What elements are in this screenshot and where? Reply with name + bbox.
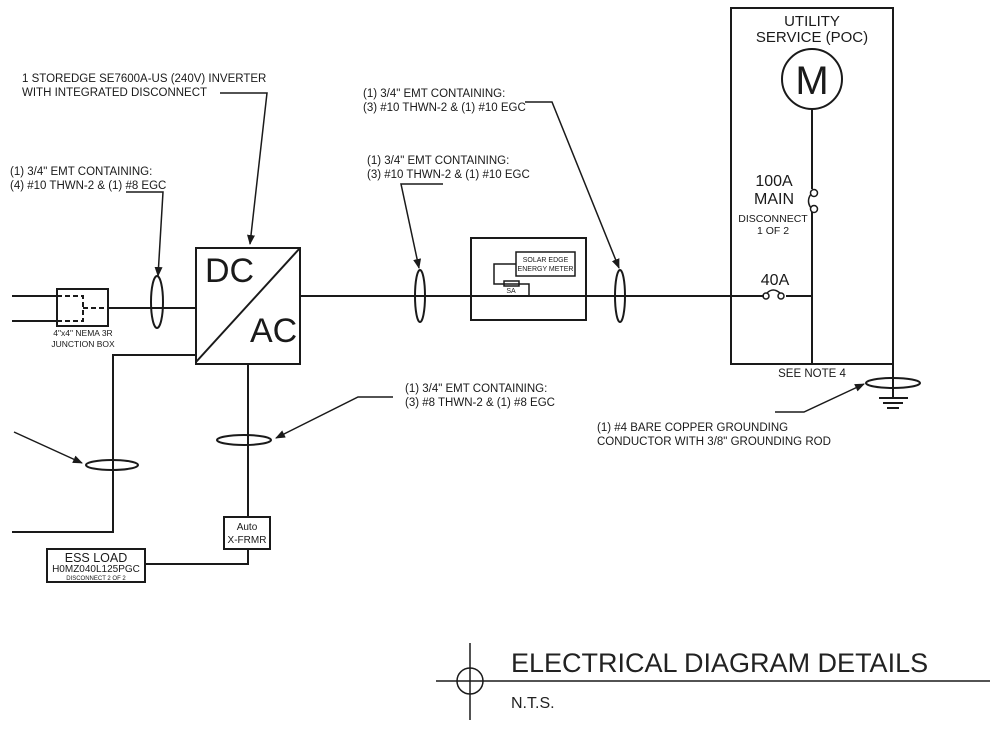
- main-disconnect-contact-top: [809, 188, 819, 198]
- drawing-title: ELECTRICAL DIAGRAM DETAILS: [511, 648, 928, 678]
- disconnect-label-line-2: 1 OF 2: [757, 225, 789, 237]
- ess-conduit-note-line-2: (3) #8 THWN-2 & (1) #8 EGC: [405, 397, 555, 409]
- grounding-note-line-1: (1) #4 BARE COPPER GROUNDING: [597, 422, 788, 434]
- title-block: ELECTRICAL DIAGRAM DETAILS N.T.S.: [436, 643, 990, 720]
- main-rating: 100A: [755, 173, 793, 190]
- utility-title-line-2: SERVICE (POC): [756, 29, 868, 46]
- see-note: SEE NOTE 4: [778, 368, 846, 380]
- ess-conduit-leader-arrow: [275, 396, 393, 439]
- scale-note: N.T.S.: [511, 695, 555, 712]
- ac-conduit-note-2: (1) 3/4" EMT CONTAINING: (3) #10 THWN-2 …: [363, 88, 620, 269]
- ac-conduit-note-1-line-1: (1) 3/4" EMT CONTAINING:: [367, 155, 509, 167]
- grounding-note-line-2: CONDUCTOR WITH 3/8" GROUNDING ROD: [597, 436, 831, 448]
- breaker-contact-left: [762, 292, 770, 300]
- ct-wire: [493, 263, 530, 296]
- ac-conduit-oval-1: [414, 269, 426, 323]
- main-label: MAIN: [754, 191, 794, 208]
- current-transformer-icon: [503, 280, 520, 287]
- breaker-contact-right: [777, 292, 785, 300]
- ess-conduit-oval: [216, 434, 272, 446]
- ess-load-model: H0MZ040L125PGC: [52, 564, 140, 575]
- disconnect-label-line-1: DISCONNECT: [738, 213, 808, 225]
- dc-conduit-leader-arrow: [126, 191, 164, 277]
- ac-conduit-leader-arrow-2: [525, 101, 620, 269]
- dc-conduit-oval: [150, 275, 164, 329]
- main-disconnect-contact-bottom: [809, 204, 819, 214]
- inverter-dc-label: DC: [205, 252, 254, 290]
- left-conduit-leader-arrow: [13, 431, 83, 464]
- inverter: DC AC: [195, 247, 301, 365]
- junction-box-label-line-2: JUNCTION BOX: [51, 339, 115, 349]
- grounding-leader-arrow: [775, 383, 865, 413]
- dc-conduit-note: (1) 3/4" EMT CONTAINING: (4) #10 THWN-2 …: [10, 166, 166, 277]
- ac-conduit-leader-arrow-1: [400, 183, 443, 269]
- inverter-leader-arrow: [220, 92, 268, 245]
- ess-conduit-note: (1) 3/4" EMT CONTAINING: (3) #8 THWN-2 &…: [275, 383, 555, 439]
- junction-box: 4"x4" NEMA 3R JUNCTION BOX: [12, 288, 115, 349]
- meter-enclosure: [470, 237, 587, 321]
- inverter-divider: [195, 247, 301, 363]
- energy-meter-label-line-2: ENERGY METER: [518, 266, 574, 273]
- autoformer-to-ess-load-wire: [145, 549, 249, 565]
- inverter-note-line-1: 1 STOREDGE SE7600A-US (240V) INVERTER: [22, 73, 266, 85]
- autoformer: Auto X-FRMR: [223, 516, 271, 550]
- junction-box-internal-wiring: [57, 295, 84, 322]
- left-conduit-oval: [85, 459, 139, 471]
- ac-conduit-note-1-line-2: (3) #10 THWN-2 & (1) #10 EGC: [367, 169, 530, 181]
- energy-meter-label-line-1: SOLAR EDGE: [523, 257, 569, 264]
- ess-conduit-note-line-1: (1) 3/4" EMT CONTAINING:: [405, 383, 547, 395]
- ess-load-box: [46, 548, 146, 583]
- ess-load-disconnect: DISCONNECT 2 OF 2: [66, 576, 126, 582]
- ac-conduit-note-1: (1) 3/4" EMT CONTAINING: (3) #10 THWN-2 …: [367, 155, 530, 269]
- ac-conduit-note-2-line-1: (1) 3/4" EMT CONTAINING:: [363, 88, 505, 100]
- autoformer-label-line-2: X-FRMR: [228, 535, 267, 546]
- utility-title-line-1: UTILITY: [784, 13, 840, 30]
- ground-conduit-oval: [865, 377, 921, 389]
- ess-load-title: ESS LOAD: [65, 551, 128, 565]
- ess-wire-left: [12, 354, 196, 533]
- junction-box-label-line-1: 4"x4" NEMA 3R: [53, 328, 112, 338]
- ct-label: SA: [506, 288, 516, 295]
- inverter-note-line-2: WITH INTEGRATED DISCONNECT: [22, 87, 207, 99]
- inverter-note: 1 STOREDGE SE7600A-US (240V) INVERTER WI…: [22, 73, 268, 245]
- dc-conduit-note-line-1: (1) 3/4" EMT CONTAINING:: [10, 166, 152, 178]
- energy-meter: SOLAR EDGE ENERGY METER SA: [470, 237, 587, 321]
- autoformer-label-line-1: Auto: [237, 522, 258, 533]
- ac-conduit-note-2-line-2: (3) #10 THWN-2 & (1) #10 EGC: [363, 102, 526, 114]
- breaker-arc: [766, 289, 781, 294]
- title-target-icon: [456, 667, 484, 695]
- utility-service: UTILITY SERVICE (POC) M 100A MAIN DISCON…: [730, 7, 894, 380]
- meter-symbol: M: [795, 59, 828, 103]
- ess-load: ESS LOAD H0MZ040L125PGC DISCONNECT 2 OF …: [46, 548, 146, 583]
- breaker-rating: 40A: [761, 272, 790, 289]
- ac-conduit-oval-2: [614, 269, 626, 323]
- main-disconnect-blade: [807, 193, 812, 209]
- inverter-ac-label: AC: [250, 312, 297, 350]
- grounding: (1) #4 BARE COPPER GROUNDING CONDUCTOR W…: [597, 364, 921, 448]
- dc-conduit-note-line-2: (4) #10 THWN-2 & (1) #8 EGC: [10, 180, 166, 192]
